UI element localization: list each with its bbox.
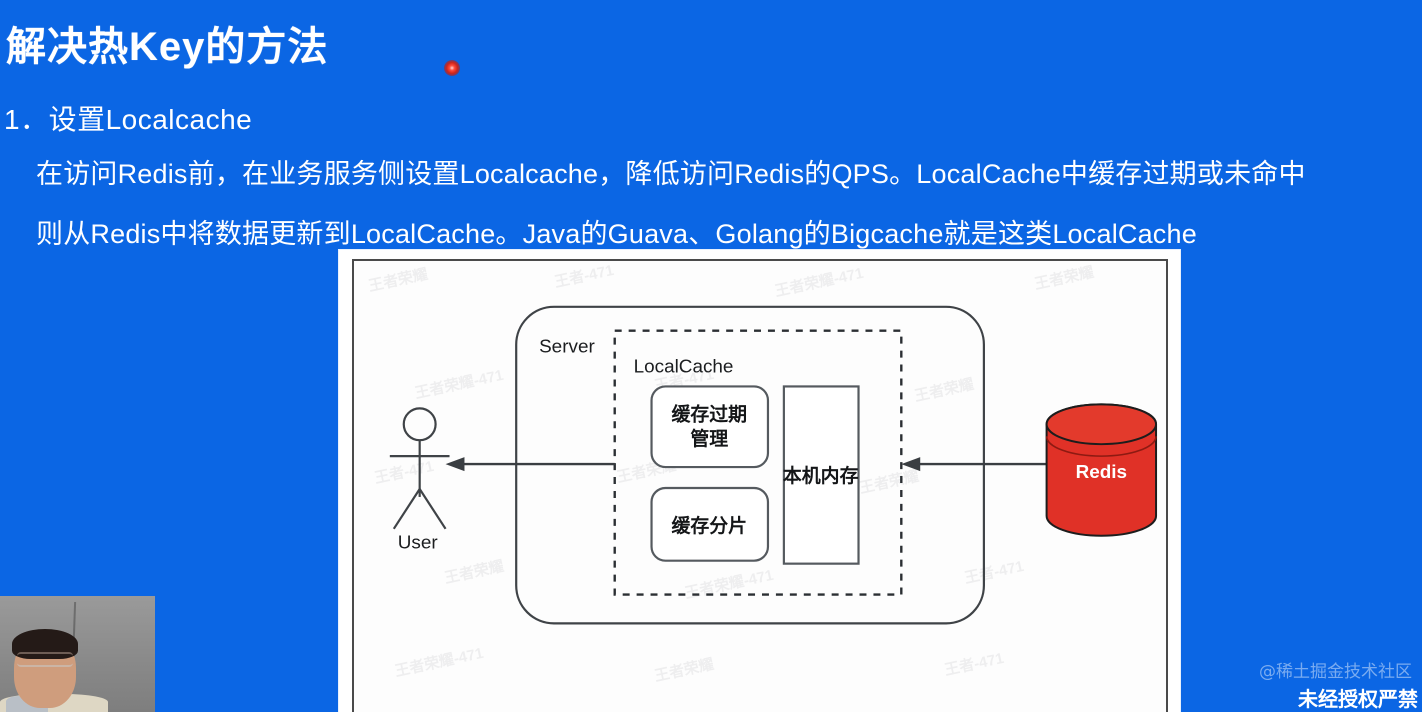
user-label: User <box>398 533 438 554</box>
page-title: 解决热Key的方法 <box>6 25 329 69</box>
body-text-line-2: 则从Redis中将数据更新到LocalCache。Java的Guava、Gola… <box>36 219 1197 249</box>
cache-shard-label: 缓存分片 <box>671 514 747 537</box>
redis-datastore-icon <box>1045 403 1158 537</box>
body-text-line-1: 在访问Redis前，在业务服务侧设置Localcache，降低访问Redis的Q… <box>36 159 1306 189</box>
localcache-label: LocalCache <box>634 357 734 378</box>
cache-expire-label-line2: 管理 <box>690 427 728 450</box>
localcache-container <box>613 329 903 596</box>
server-label: Server <box>539 337 595 358</box>
cache-expire-label-line1: 缓存过期 <box>671 402 747 425</box>
cache-shard-box <box>650 486 770 562</box>
laser-pointer-dot <box>444 60 460 76</box>
corner-watermark: @稀土掘金技术社区 <box>1259 662 1412 682</box>
presenter-glasses <box>17 652 73 667</box>
arrow-redis-to-localcache <box>901 457 1047 472</box>
diagram-canvas: Server LocalCache User 缓存过期 管理 缓存分片 本机内存… <box>389 305 1158 625</box>
presenter-webcam-overlay[interactable] <box>0 596 157 712</box>
presenter-hair <box>12 629 78 659</box>
architecture-diagram-panel: 王者荣耀 王者-471 王者荣耀-471 王者荣耀 王者荣耀-471 王者-47… <box>339 250 1180 712</box>
user-actor-icon <box>389 407 450 530</box>
local-memory-box <box>782 385 860 565</box>
corner-watermark-secondary: 未经授权严禁 <box>1298 687 1418 711</box>
arrow-localcache-to-user <box>445 457 615 472</box>
local-memory-label: 本机内存 <box>783 464 859 487</box>
diagram-inner-frame: 王者荣耀 王者-471 王者荣耀-471 王者荣耀 王者荣耀-471 王者-47… <box>352 259 1168 712</box>
cache-expire-box <box>650 385 770 469</box>
redis-label: Redis <box>1076 462 1127 483</box>
bullet-heading: 1．设置Localcache <box>4 104 253 135</box>
